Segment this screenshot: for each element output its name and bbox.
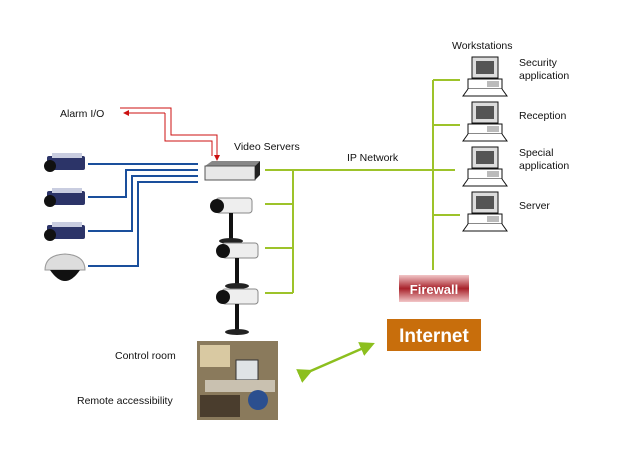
analog-video-cables: [88, 163, 198, 267]
ip-camera: [216, 288, 259, 335]
analog-camera: [44, 153, 85, 172]
ip-camera: [216, 242, 259, 289]
workstations-label: Workstations: [452, 40, 513, 52]
dome-camera: [44, 253, 86, 281]
internet-label: Internet: [399, 326, 469, 347]
workstation-computer: [462, 191, 508, 232]
internet: Internet: [387, 319, 481, 351]
workstation-label: Server: [519, 200, 550, 212]
workstation-label: Special: [519, 147, 553, 159]
workstation-computer: [462, 146, 508, 187]
firewall-label: Firewall: [410, 282, 458, 297]
video-server: [204, 161, 260, 181]
workstation-computer: [462, 101, 508, 142]
workstation-label-line2: application: [519, 70, 569, 82]
alarm-io-label: Alarm I/O: [60, 108, 104, 120]
workstation-computer: [462, 56, 508, 97]
ip-camera: [210, 197, 253, 244]
alarm-io-connection: [120, 107, 220, 161]
workstation-label: Security: [519, 57, 558, 69]
firewall: Firewall: [399, 275, 469, 302]
ip-network-label: IP Network: [347, 152, 399, 164]
ip-network-lines: [265, 79, 460, 294]
workstation-label: Reception: [519, 110, 566, 122]
workstation-label-line2: application: [519, 160, 569, 172]
remote-access-arrow: [296, 342, 375, 383]
analog-camera: [44, 222, 85, 241]
analog-camera: [44, 188, 85, 207]
control-room-photo: [197, 341, 278, 420]
remote-accessibility-label: Remote accessibility: [77, 395, 173, 407]
video-servers-label: Video Servers: [234, 141, 300, 153]
control-room-label: Control room: [115, 350, 176, 362]
